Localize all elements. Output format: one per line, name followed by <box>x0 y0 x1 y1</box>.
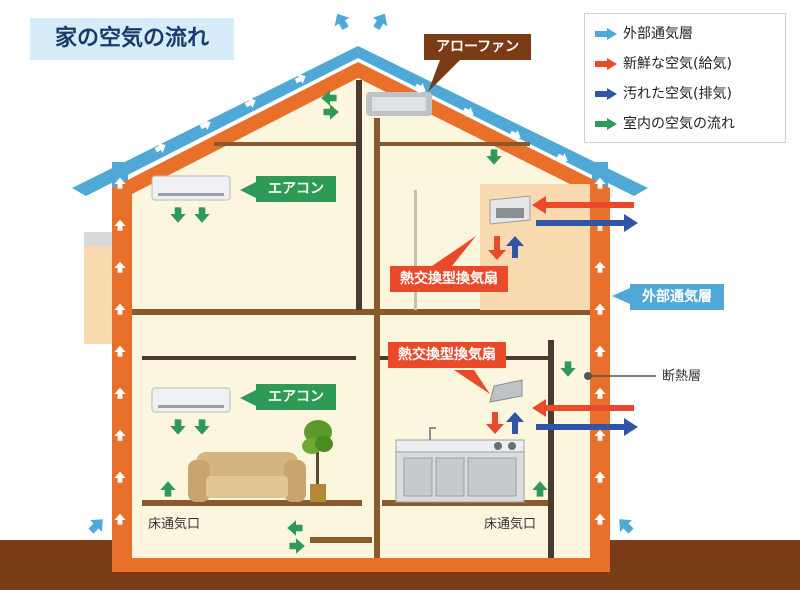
aircon-upper-label: エアコン <box>256 176 336 202</box>
insulation-label: 断熱層 <box>662 369 702 384</box>
arrow-fan <box>366 92 432 116</box>
potted-plant <box>302 420 333 502</box>
floor-vent-right-label: 床通気口 <box>484 517 537 532</box>
vent-up-arrow <box>594 303 606 315</box>
duct-right <box>548 340 554 558</box>
vent-up-arrow <box>594 345 606 357</box>
vent-roof-arrow <box>294 74 306 84</box>
green-flow-arrow <box>170 207 186 223</box>
thin-pipe <box>414 190 417 310</box>
supply-exhaust-arrows <box>486 196 638 436</box>
green-flow-arrow <box>170 419 186 435</box>
floor-beams <box>132 142 590 506</box>
heat-fan-lower-label: 熱交換型換気扇 <box>388 342 506 368</box>
partition-wall <box>374 118 380 558</box>
green-flow-arrow <box>323 104 339 120</box>
green-flow-arrow <box>160 481 176 497</box>
vent-up-arrow <box>594 429 606 441</box>
inflow-arrow <box>619 519 634 534</box>
green-flow-arrow <box>321 90 337 106</box>
ventilation-layer-arrows <box>114 74 606 525</box>
inflow-arrow <box>88 519 103 534</box>
red-arrow-icon <box>595 58 617 70</box>
green-arrow-icon <box>595 118 617 130</box>
vent-up-arrow <box>594 471 606 483</box>
vent-roof-arrow <box>154 143 166 153</box>
vent-up-arrow <box>114 513 126 525</box>
air-conditioner-lower <box>151 387 231 413</box>
vent-up-arrow <box>594 177 606 189</box>
blue-arrow-icon <box>595 28 617 40</box>
floor-vent-left-label: 床通気口 <box>148 517 201 532</box>
legend-item-supply: 新鮮な空気(給気) <box>595 52 732 76</box>
balcony <box>84 232 112 344</box>
vent-up-arrow <box>114 261 126 273</box>
legend: 外部通気層 新鮮な空気(給気) 汚れた空気(排気) 室内の空気の流れ <box>584 13 786 143</box>
outflow-arrow <box>334 13 350 30</box>
vent-roof-arrow <box>414 83 426 93</box>
sofa <box>188 452 306 502</box>
vent-roof-arrow <box>244 98 256 108</box>
vent-roof-arrow <box>509 130 521 140</box>
green-flow-arrow <box>194 207 210 223</box>
duct-upper <box>356 80 362 310</box>
green-flow-arrow <box>486 149 502 165</box>
legend-item-indoor: 室内の空気の流れ <box>595 112 735 136</box>
outflow-arrow <box>372 13 388 30</box>
ceiling-duct-left <box>142 356 356 360</box>
green-flow-arrow <box>289 538 305 554</box>
outside-air-arrows <box>88 13 634 534</box>
vent-up-arrow <box>114 471 126 483</box>
vent-up-arrow <box>594 513 606 525</box>
vent-up-arrow <box>114 177 126 189</box>
indoor-air-flow-arrows <box>160 90 576 554</box>
air-conditioner-upper <box>151 175 231 201</box>
arrow-fan-label: アローファン <box>424 34 532 60</box>
green-flow-arrow <box>560 361 576 377</box>
heat-fan-upper-label: 熱交換型換気扇 <box>390 266 508 292</box>
navy-arrow-icon <box>595 88 617 100</box>
outer-layer-label: 外部通気層 <box>630 284 724 310</box>
vent-up-arrow <box>114 219 126 231</box>
range-hood <box>489 379 523 403</box>
vent-up-arrow <box>114 345 126 357</box>
legend-item-outer-layer: 外部通気層 <box>595 22 693 46</box>
vent-roof-arrow <box>462 107 474 117</box>
page-title: 家の空気の流れ <box>30 18 234 60</box>
legend-item-exhaust: 汚れた空気(排気) <box>595 82 732 106</box>
vent-roof-arrow <box>199 120 211 130</box>
vent-up-arrow <box>114 429 126 441</box>
green-flow-arrow <box>532 481 548 497</box>
vent-up-arrow <box>114 303 126 315</box>
vent-roof-arrow <box>556 153 568 163</box>
kitchen-counter <box>395 427 525 503</box>
callout-pointers <box>240 60 656 406</box>
vent-up-arrow <box>594 261 606 273</box>
ceiling-fan-unit-upper <box>489 195 531 225</box>
vent-up-arrow <box>594 387 606 399</box>
green-flow-arrow <box>287 520 303 536</box>
green-flow-arrow <box>194 419 210 435</box>
vent-up-arrow <box>114 387 126 399</box>
aircon-lower-label: エアコン <box>256 384 336 410</box>
